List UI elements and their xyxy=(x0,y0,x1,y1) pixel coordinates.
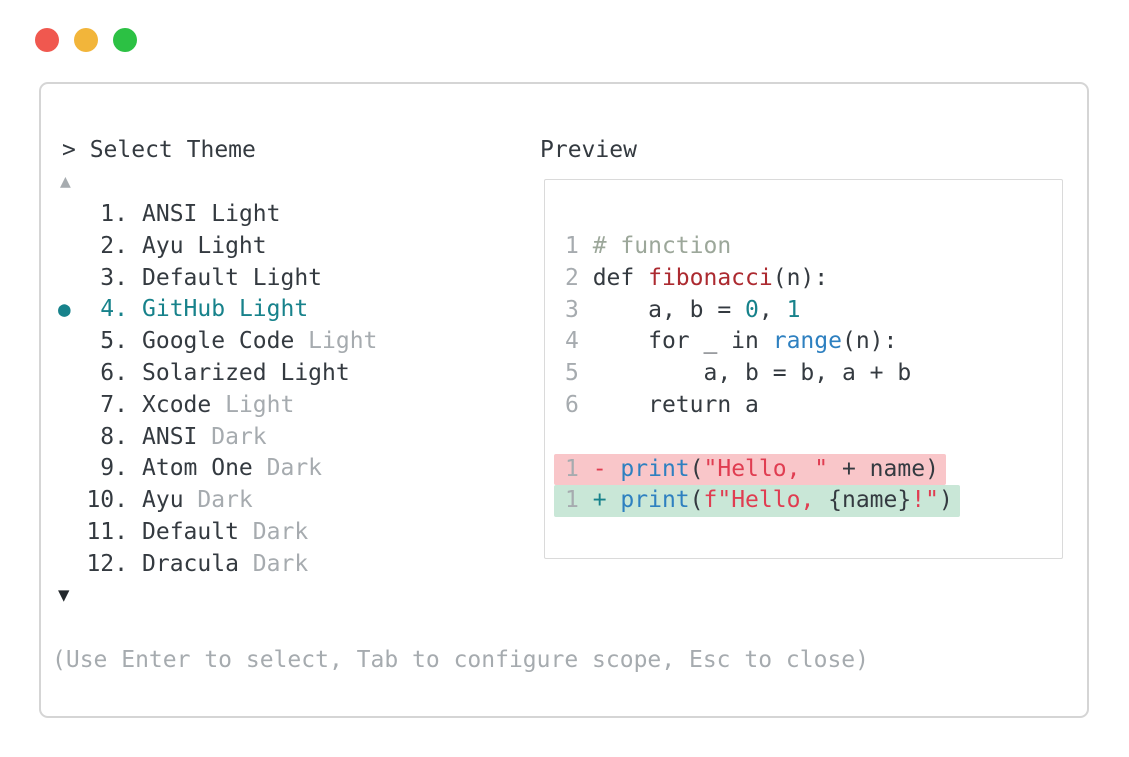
theme-label: Ayu Dark xyxy=(142,487,253,514)
theme-label: Solarized Light xyxy=(142,359,350,386)
line-number: 1 xyxy=(565,455,593,482)
theme-selector-panel: > Select Theme Preview ▲ 1. ANSI Light 2. A… xyxy=(39,82,1089,718)
scroll-up-icon[interactable]: ▲ xyxy=(60,171,71,192)
selected-bullet-icon xyxy=(58,199,78,231)
selected-bullet-icon xyxy=(58,231,78,263)
theme-number: 10. xyxy=(86,487,128,514)
theme-label: Xcode Light xyxy=(142,391,295,418)
diff-removed-sign: - xyxy=(592,455,621,482)
code-line: 1 # function xyxy=(565,233,732,259)
line-number: 4 xyxy=(565,328,593,355)
selected-bullet-icon xyxy=(58,326,78,358)
theme-label: GitHub Light xyxy=(142,296,309,323)
selected-bullet-icon xyxy=(58,453,78,485)
line-number: 1 xyxy=(565,487,593,514)
line-number: 3 xyxy=(565,296,593,323)
theme-item-ansi-dark[interactable]: 8. ANSI Dark xyxy=(41,422,521,454)
select-theme-prompt: > Select Theme xyxy=(62,137,256,163)
theme-item-solarized-light[interactable]: 6. Solarized Light xyxy=(41,358,521,390)
selected-bullet-icon xyxy=(58,517,78,549)
selected-bullet-icon xyxy=(58,422,78,454)
code-blank-line xyxy=(565,422,1058,454)
code-line: 2 def fibonacci(n): xyxy=(565,264,829,291)
selected-bullet-icon xyxy=(58,390,78,422)
diff-added-sign: + xyxy=(592,487,621,514)
theme-item-xcode-light[interactable]: 7. Xcode Light xyxy=(41,390,521,422)
theme-label: ANSI Dark xyxy=(142,423,267,450)
selected-bullet-icon: ● xyxy=(58,297,71,322)
theme-label: Default Light xyxy=(142,264,323,291)
code-line: 3 a, b = 0, 1 xyxy=(565,296,801,323)
code-line: 5 a, b = b, a + b xyxy=(565,360,912,387)
preview-box: 1 # function 2 def fibonacci(n): 3 a, b = … xyxy=(544,179,1063,559)
theme-number: 11. xyxy=(86,518,128,545)
preview-title: Preview xyxy=(540,137,637,163)
theme-number: 3. xyxy=(100,264,128,291)
theme-item-ayu-light[interactable]: 2. Ayu Light xyxy=(41,231,521,263)
theme-item-dracula-dark[interactable]: 12. Dracula Dark xyxy=(41,549,521,581)
theme-number: 5. xyxy=(100,328,128,355)
window-controls xyxy=(35,28,137,52)
theme-item-default-dark[interactable]: 11. Default Dark xyxy=(41,517,521,549)
theme-number: 4. xyxy=(100,296,128,323)
theme-list: 1. ANSI Light 2. Ayu Light 3. Default Light ● 4… xyxy=(41,199,521,581)
close-button-icon[interactable] xyxy=(35,28,59,52)
theme-item-google-code-light[interactable]: 5. Google Code Light xyxy=(41,326,521,358)
line-number: 1 xyxy=(565,233,593,259)
theme-label: ANSI Light xyxy=(142,201,281,227)
minimize-button-icon[interactable] xyxy=(74,28,98,52)
theme-label: Google Code Light xyxy=(142,328,378,355)
theme-item-github-light[interactable]: ● 4. GitHub Light xyxy=(41,294,521,326)
scroll-down-icon[interactable]: ▼ xyxy=(58,584,70,606)
line-number: 2 xyxy=(565,264,593,291)
theme-number: 12. xyxy=(86,550,128,577)
theme-number: 8. xyxy=(100,423,128,450)
theme-number: 9. xyxy=(100,455,128,482)
maximize-button-icon[interactable] xyxy=(113,28,137,52)
theme-label: Dracula Dark xyxy=(142,550,309,577)
selected-bullet-icon xyxy=(58,358,78,390)
diff-added-line: 1 + print(f"Hello, {name}!") xyxy=(554,485,1058,518)
theme-label: Default Dark xyxy=(142,518,309,545)
selected-bullet-icon xyxy=(58,549,78,581)
theme-label: Ayu Light xyxy=(142,232,267,259)
theme-item-ansi-light[interactable]: 1. ANSI Light xyxy=(41,199,521,231)
theme-label: Atom One Dark xyxy=(142,455,323,482)
code-line: 6 return a xyxy=(565,391,759,418)
hint-footer: (Use Enter to select, Tab to configure s… xyxy=(52,647,869,673)
theme-item-atom-one-dark[interactable]: 9. Atom One Dark xyxy=(41,453,521,485)
code-preview: 1 # function 2 def fibonacci(n): 3 a, b = … xyxy=(554,231,1058,518)
code-line: 4 for _ in range(n): xyxy=(565,328,898,355)
line-number: 6 xyxy=(565,391,593,418)
line-number: 5 xyxy=(565,360,593,387)
theme-number: 6. xyxy=(100,359,128,386)
selected-bullet-icon xyxy=(58,485,78,517)
theme-number: 1. xyxy=(100,201,128,227)
diff-removed-line: 1 - print("Hello, " + name) xyxy=(554,453,1058,486)
theme-number: 7. xyxy=(100,391,128,418)
theme-number: 2. xyxy=(100,232,128,259)
theme-item-default-light[interactable]: 3. Default Light xyxy=(41,263,521,295)
selected-bullet-icon xyxy=(58,263,78,295)
theme-item-ayu-dark[interactable]: 10. Ayu Dark xyxy=(41,485,521,517)
